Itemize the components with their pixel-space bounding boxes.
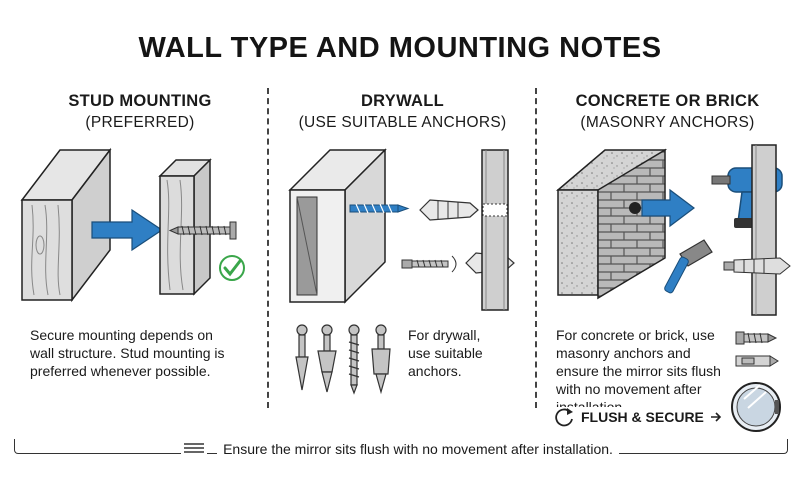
stud-mounting-heading: STUD MOUNTING (PREFERRED) xyxy=(25,90,255,134)
checkmark-icon xyxy=(219,255,245,281)
text-line: ensure the mirror sits flush xyxy=(556,363,721,379)
text-line: For concrete or brick, use xyxy=(556,327,715,343)
stud-mounting-text: Secure mounting depends on wall structur… xyxy=(30,326,260,380)
badge-label: FLUSH & SECURE xyxy=(581,409,704,425)
column-subtitle: (PREFERRED) xyxy=(85,114,195,131)
column-divider-1 xyxy=(267,88,269,408)
footer-text: Ensure the mirror sits flush with no mov… xyxy=(217,441,619,457)
text-line: wall structure. Stud mounting is xyxy=(30,345,225,361)
flush-secure-badge: FLUSH & SECURE xyxy=(553,406,722,428)
fasteners-icon xyxy=(295,324,391,395)
brick-block-icon xyxy=(555,148,668,300)
screw-icon xyxy=(168,221,237,240)
text-line: installation. xyxy=(556,399,627,407)
drywall-panel-icon xyxy=(288,148,387,304)
drywall-section-icon xyxy=(481,149,509,311)
column-title: DRYWALL xyxy=(360,92,445,110)
menu-lines-icon xyxy=(181,441,208,457)
column-title: CONCRETE OR BRICK xyxy=(575,92,760,110)
column-divider-2 xyxy=(535,88,537,408)
masonry-heading: CONCRETE OR BRICK (MASONRY ANCHORS) xyxy=(545,90,790,134)
footer-note: Ensure the mirror sits flush with no mov… xyxy=(0,441,800,457)
screw-icon xyxy=(401,255,457,273)
arrow-icon xyxy=(91,208,164,252)
text-line: masonry anchors and xyxy=(556,345,691,361)
drywall-text: For drywall, use suitable anchors. xyxy=(408,326,523,380)
text-line: with no movement after xyxy=(556,381,702,397)
text-line: Secure mounting depends on xyxy=(30,327,213,343)
text-line: anchors. xyxy=(408,363,462,379)
arrow-icon xyxy=(629,188,695,228)
wood-block-icon xyxy=(20,147,112,303)
wall-anchor-icon xyxy=(419,199,479,221)
text-line: For drywall, xyxy=(408,327,481,343)
drill-bit-icon xyxy=(349,203,410,214)
wall-anchor-icon xyxy=(723,257,791,275)
masonry-text: For concrete or brick, use masonry ancho… xyxy=(556,326,736,407)
column-title: STUD MOUNTING xyxy=(68,92,212,110)
text-line: use suitable xyxy=(408,345,483,361)
column-subtitle: (USE SUITABLE ANCHORS) xyxy=(298,114,507,131)
text-line: preferred whenever possible. xyxy=(30,363,211,379)
masonry-screw-icon xyxy=(735,331,778,345)
arrow-right-icon xyxy=(710,412,722,422)
drywall-heading: DRYWALL (USE SUITABLE ANCHORS) xyxy=(275,90,530,134)
column-subtitle: (MASONRY ANCHORS) xyxy=(580,114,755,131)
hammer-icon xyxy=(664,239,713,294)
masonry-anchor-icon xyxy=(735,355,779,367)
page-title: WALL TYPE AND MOUNTING NOTES xyxy=(138,32,662,64)
rotate-icon xyxy=(555,408,573,427)
drywall-section-icon xyxy=(751,144,777,316)
wood-block-icon xyxy=(158,158,212,296)
mirror-icon xyxy=(731,382,781,432)
